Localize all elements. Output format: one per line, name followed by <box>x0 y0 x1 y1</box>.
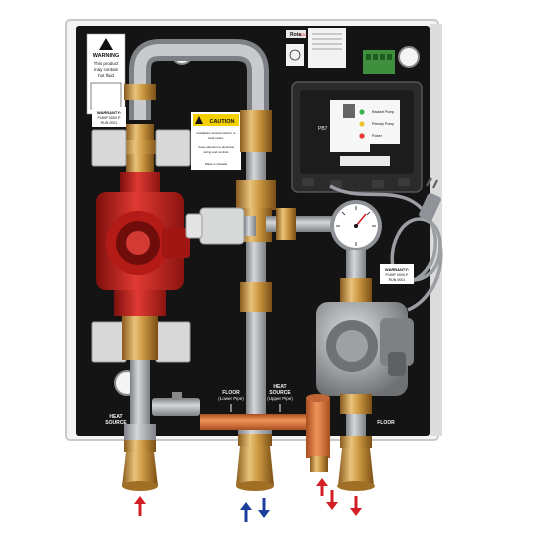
indicator-label-power: Power <box>372 134 383 138</box>
temperature-gauge <box>330 200 382 252</box>
warranty-left-line-1: WARRANTY: <box>97 110 121 115</box>
caution-title: CAUTION <box>209 119 234 125</box>
pipe-labels: HEAT SOURCE FLOOR (Lower Pipe) HEAT SOUR… <box>105 384 395 426</box>
warranty-label-left: WARRANTY: PUMP 0000-P RUN 0001 <box>92 107 126 127</box>
warranty-left-line-2: PUMP 0000-P <box>98 116 122 120</box>
terminal-strip <box>363 50 395 74</box>
arrow-up-blue-center <box>240 502 252 522</box>
label-floor-right: FLOOR <box>377 420 395 426</box>
warranty-right-line-2: PUMP 0000-P <box>386 273 410 277</box>
arrow-down-red-right <box>326 490 338 510</box>
center-pipe-column <box>236 110 276 491</box>
indicator-led-power <box>359 133 365 139</box>
brand-text: Rota <box>290 32 301 38</box>
warning-label: WARNING This product may contain hot flu… <box>86 33 126 115</box>
brand-label: Rota LOC <box>286 28 346 68</box>
indicator-led-radiant <box>359 109 365 115</box>
arrow-down-red-floor <box>350 496 362 516</box>
flow-arrows <box>134 478 362 522</box>
caution-label: CAUTION Installation should conform to l… <box>191 112 241 170</box>
warning-line-3: hot fluid <box>98 73 114 78</box>
warning-title: WARNING <box>93 53 120 59</box>
mixing-valve <box>185 207 256 245</box>
gray-circulator-pump <box>316 302 414 396</box>
left-gray-loop-pipe <box>129 39 269 120</box>
indicator-label-primary: Primary Pump <box>372 122 394 126</box>
left-lower-piping <box>122 316 158 491</box>
label-floor-lower-2: (Lower Pipe) <box>218 396 244 401</box>
power-plug <box>419 177 441 221</box>
arrow-up-red-right <box>316 478 328 496</box>
warning-line-1: This product <box>94 61 120 66</box>
arrow-down-blue-center <box>258 498 270 518</box>
label-floor-lower-1: FLOOR <box>222 390 240 396</box>
arrow-up-red-left <box>134 496 146 516</box>
center-right-link <box>266 208 340 240</box>
left-side-valve <box>152 392 200 416</box>
warranty-right-line-1: WARRANTY: <box>385 267 409 272</box>
copper-supply-pipe <box>200 394 330 472</box>
left-brass-fittings <box>122 84 158 172</box>
label-heat-source-left-1: HEAT <box>109 414 122 420</box>
brand-suffix: LOC <box>299 32 307 37</box>
warning-line-2: may contain <box>94 67 119 72</box>
right-lower-piping <box>337 394 375 491</box>
caution-line-4: wiring and controls <box>203 150 229 154</box>
pump-brackets <box>91 129 191 363</box>
warranty-right-line-3: RUN 0001 <box>389 278 406 282</box>
right-pipe-column <box>340 250 372 304</box>
indicator-led-primary <box>359 121 365 127</box>
warranty-left-line-3: RUN 0001 <box>101 121 118 125</box>
caution-line-3: Keep attention to electrical <box>198 145 234 149</box>
label-heat-source-left-2: SOURCE <box>105 420 127 426</box>
caution-line-5: Made in Canada <box>205 162 227 166</box>
control-box-brand: PB7 <box>318 126 328 132</box>
label-heat-source-supply-3: (Upper Pipe) <box>267 396 293 401</box>
caution-line-1: Installation should conform to <box>196 131 235 135</box>
red-circulator-pump <box>96 172 190 316</box>
caution-line-2: local codes. <box>208 136 224 140</box>
label-heat-source-supply-1: HEAT <box>273 384 286 390</box>
indicator-label-radiant: Radiant Pump <box>372 110 394 114</box>
warranty-label-right: WARRANTY: PUMP 0000-P RUN 0001 <box>380 264 414 284</box>
control-box: PB7 Radiant Pump Primary Pump Power <box>291 81 423 193</box>
label-heat-source-supply-2: SOURCE <box>269 390 291 396</box>
